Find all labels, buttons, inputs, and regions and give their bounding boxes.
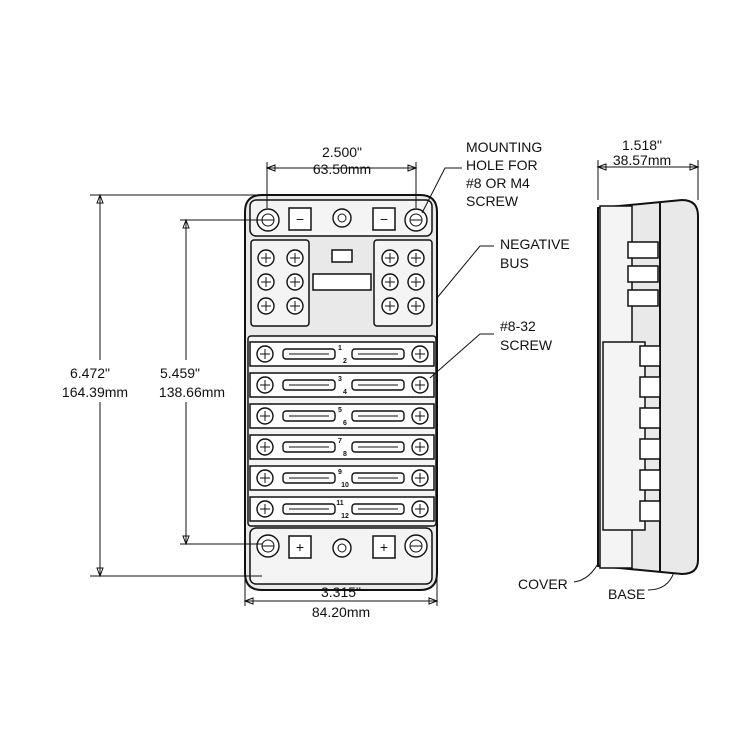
- fuse-number: 8: [343, 451, 347, 458]
- bus-screw-left-1-0: [257, 273, 275, 291]
- callout-cover: COVER: [518, 576, 568, 592]
- fuse-number: 5: [338, 407, 342, 414]
- fuse-terminal-screw-right: [411, 438, 429, 456]
- fuse-number: 1: [338, 345, 342, 352]
- positive-symbol-right: +: [380, 539, 388, 555]
- callout-mounting-hole: MOUNTING HOLE FOR #8 OR M4 SCREW: [466, 139, 546, 209]
- top-width-in: 2.500": [322, 144, 362, 160]
- side-fuse-terminal: [639, 407, 661, 429]
- mounting-hole-top-right: [404, 208, 428, 232]
- fuse-row: 78: [249, 434, 435, 460]
- fuse-terminal-screw-left: [256, 500, 274, 518]
- negative-symbol-right: −: [380, 211, 388, 227]
- negative-marker-right: [372, 207, 396, 231]
- fuse-terminal-screw-right: [411, 376, 429, 394]
- fuse-row: 12: [249, 341, 435, 367]
- side-fuse-terminal: [639, 438, 661, 460]
- hole-spacing-in: 5.459": [160, 365, 200, 381]
- fuse-row: 56: [249, 403, 435, 429]
- center-boss-top: [332, 208, 352, 228]
- callout-base: BASE: [608, 586, 645, 602]
- fuse-row: 11 12: [249, 496, 435, 522]
- center-boss-bottom: [332, 538, 352, 558]
- fuse-row: 9 10: [249, 465, 435, 491]
- fuse-number: 2: [343, 358, 347, 365]
- fuse-terminal-screw-right: [411, 469, 429, 487]
- top-width-mm: 63.50mm: [313, 161, 371, 177]
- depth-mm: 38.57mm: [613, 152, 671, 168]
- side-fuse-terminal: [639, 345, 661, 367]
- bottom-width-in: 3.315": [321, 584, 361, 600]
- callout-negative-bus: NEGATIVE BUS: [500, 236, 574, 271]
- bus-screw-left-1-1: [286, 273, 304, 291]
- bus-screw-right-0-0: [381, 249, 399, 267]
- bus-screw-left-2-1: [286, 297, 304, 315]
- bus-screw-right-0-1: [407, 249, 425, 267]
- bus-screw-left-0-1: [286, 249, 304, 267]
- hole-spacing-mm: 138.66mm: [159, 384, 225, 400]
- mounting-hole-bottom-right: [404, 534, 428, 558]
- bus-screw-right-2-1: [407, 297, 425, 315]
- fuse-number: 10: [341, 482, 349, 489]
- side-view: 1.518" 38.57mm: [596, 137, 700, 576]
- side-fuse-terminal: [639, 469, 661, 491]
- fuse-terminal-screw-left: [256, 345, 274, 363]
- fuse-number: 6: [343, 420, 347, 427]
- fuse-number: 7: [338, 438, 342, 445]
- side-fuse-terminal: [639, 500, 661, 522]
- mounting-hole-bottom-left: [256, 534, 280, 558]
- fuse-number: 12: [341, 513, 349, 520]
- callouts: MOUNTING HOLE FOR #8 OR M4 SCREW NEGATIV…: [421, 139, 675, 602]
- fuse-terminal-screw-left: [256, 438, 274, 456]
- mounting-hole-top-left: [256, 208, 280, 232]
- fuse-terminal-screw-left: [256, 376, 274, 394]
- fuse-number: 11: [336, 500, 344, 507]
- bus-screw-right-1-1: [407, 273, 425, 291]
- fuse-terminal-screw-right: [411, 345, 429, 363]
- fuse-terminal-screw-left: [256, 407, 274, 425]
- bottom-width-mm: 84.20mm: [312, 604, 370, 620]
- positive-symbol-left: +: [296, 539, 304, 555]
- depth-in: 1.518": [622, 137, 662, 153]
- negative-marker-left: [288, 207, 312, 231]
- fuse-row: 34: [249, 372, 435, 398]
- negative-symbol-left: −: [296, 211, 304, 227]
- fuse-terminal-screw-right: [411, 407, 429, 425]
- bus-screw-right-1-0: [381, 273, 399, 291]
- fuse-number: 3: [338, 376, 342, 383]
- positive-marker-right: [372, 535, 396, 559]
- status-led-window: [331, 249, 353, 263]
- overall-height-mm: 164.39mm: [62, 384, 128, 400]
- logo-plate: [312, 273, 372, 291]
- side-fuse-terminal: [639, 376, 661, 398]
- bus-screw-left-2-0: [257, 297, 275, 315]
- overall-height-in: 6.472": [70, 365, 110, 381]
- bus-screw-right-2-0: [381, 297, 399, 315]
- fuse-terminal-screw-left: [256, 469, 274, 487]
- callout-screw: #8-32 SCREW: [500, 318, 553, 353]
- front-dimensions: 2.500" 63.50mm 3.315" 84.20mm 6.472" 164…: [62, 144, 439, 620]
- fuse-number: 4: [343, 389, 347, 396]
- side-bus-terminal: [627, 265, 659, 283]
- fuse-number: 9: [338, 469, 342, 476]
- bus-screw-left-0-0: [257, 249, 275, 267]
- side-bus-terminal: [627, 241, 659, 259]
- fuse-terminal-screw-right: [411, 500, 429, 518]
- positive-marker-left: [288, 535, 312, 559]
- side-bus-terminal: [627, 289, 659, 307]
